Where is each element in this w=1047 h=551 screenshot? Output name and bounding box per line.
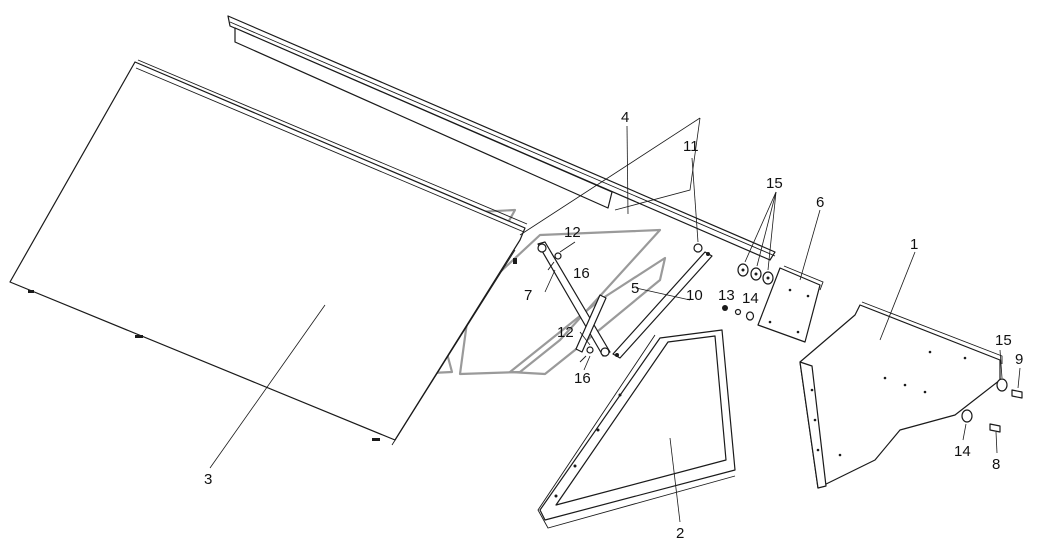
label-part-2: 2 — [676, 525, 684, 542]
label-part-7: 7 — [524, 287, 532, 304]
hardware-washers-15 — [693, 243, 774, 285]
part-1-side-panel — [799, 301, 1003, 489]
label-part-6: 6 — [816, 194, 824, 211]
label-part-8: 8 — [992, 456, 1000, 473]
label-part-5: 5 — [631, 280, 639, 297]
hardware-10-13-14 — [722, 305, 755, 321]
label-part-14-lower: 14 — [954, 443, 971, 460]
part-2-triangle-frame — [537, 329, 736, 529]
hardware-pins — [547, 252, 594, 363]
part-5-bracket-bar — [612, 251, 713, 359]
label-part-15-upper: 15 — [766, 175, 783, 192]
label-part-13: 13 — [718, 287, 735, 304]
part-6-mounting-plate — [757, 265, 824, 343]
label-part-11: 11 — [683, 138, 699, 155]
label-part-10: 10 — [686, 287, 703, 304]
hardware-bolts-8-9 — [961, 378, 1023, 433]
part-7-strut-links — [537, 241, 611, 357]
label-part-16-upper: 16 — [573, 265, 590, 282]
part-3-cover-panel — [9, 59, 528, 446]
label-part-12-upper: 12 — [564, 224, 581, 241]
label-part-3: 3 — [204, 471, 212, 488]
label-part-12-lower: 12 — [557, 324, 574, 341]
part-4-rail — [227, 15, 776, 261]
label-part-14-upper: 14 — [742, 290, 759, 307]
label-part-15-lower: 15 — [995, 332, 1012, 349]
callout-labels: 1 2 3 4 5 6 7 8 9 10 11 12 12 13 14 14 1… — [204, 109, 1023, 542]
label-part-9: 9 — [1015, 351, 1023, 368]
label-part-1: 1 — [910, 236, 918, 253]
leader-lines — [209, 117, 1021, 523]
label-part-4: 4 — [621, 109, 629, 126]
label-part-16-lower: 16 — [574, 370, 591, 387]
